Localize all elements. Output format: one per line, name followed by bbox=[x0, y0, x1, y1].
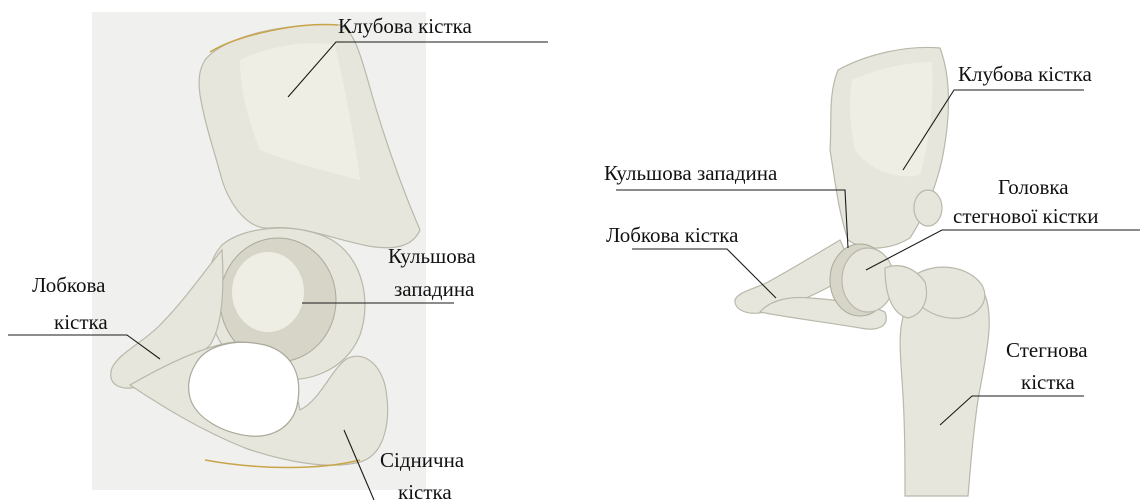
label-left-pubis-line1: Лобкова bbox=[32, 275, 106, 296]
label-right-femur-line1: Стегнова bbox=[1006, 340, 1088, 361]
left-acetabulum-fossa bbox=[232, 252, 304, 332]
label-right-acetabulum: Кульшова западина bbox=[604, 163, 777, 184]
label-right-pubis: Лобкова кістка bbox=[606, 225, 739, 246]
label-left-pubis-line2: кістка bbox=[54, 312, 108, 333]
label-right-femoral-head-line1: Головка bbox=[998, 177, 1069, 198]
label-left-acetabulum-line1: Кульшова bbox=[388, 246, 476, 267]
right-ilium-process bbox=[914, 190, 942, 226]
left-hip-bone-figure bbox=[92, 12, 426, 490]
label-right-femur-line2: кістка bbox=[1021, 372, 1075, 393]
label-left-ischium-line1: Сіднична bbox=[380, 450, 464, 471]
label-right-ilium: Клубова кістка bbox=[958, 64, 1092, 85]
label-left-acetabulum-line2: западина bbox=[394, 279, 474, 300]
right-hip-joint-figure bbox=[735, 47, 989, 496]
label-left-ilium: Клубова кістка bbox=[338, 16, 472, 37]
label-right-femoral-head-line2: стегнової кістки bbox=[953, 206, 1099, 227]
label-left-ischium-line2: кістка bbox=[398, 482, 452, 503]
